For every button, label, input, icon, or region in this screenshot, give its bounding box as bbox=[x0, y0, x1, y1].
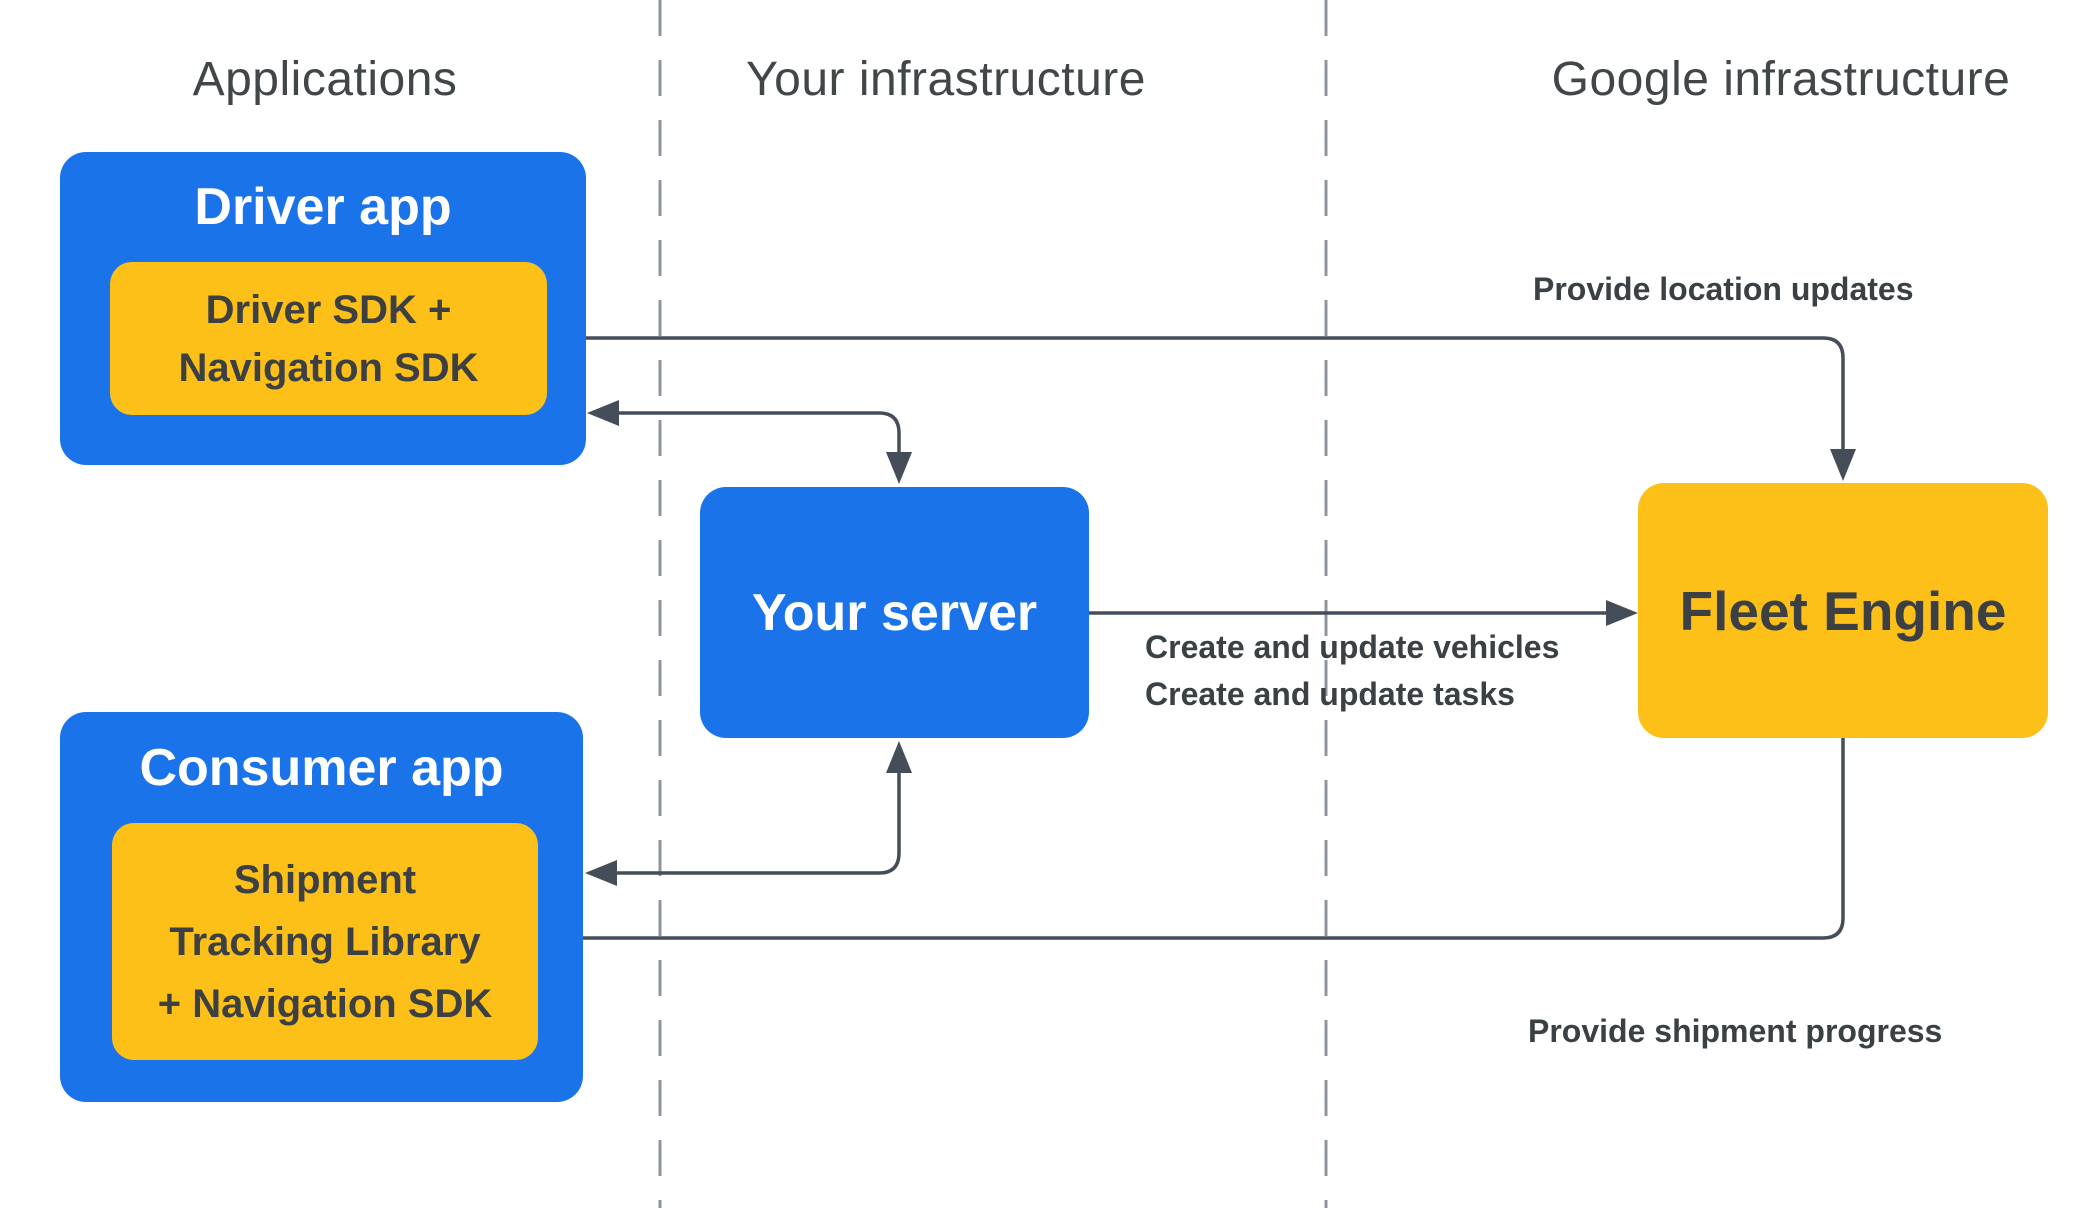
arrowhead-into-consumer-app bbox=[585, 860, 617, 886]
arrow-consumer-app-server bbox=[617, 773, 901, 875]
consumer-app-title: Consumer app bbox=[139, 738, 504, 797]
fleet-engine-title: Fleet Engine bbox=[1679, 579, 2007, 642]
shipment-tracking-library-box: Shipment Tracking Library + Navigation S… bbox=[112, 823, 538, 1060]
driver-sdk-box: Driver SDK + Navigation SDK bbox=[110, 262, 547, 415]
edge-label-create-update: Create and update vehicles Create and up… bbox=[1145, 624, 1559, 718]
shipment-library-label-line2: Tracking Library bbox=[169, 919, 481, 964]
your-server-title: Your server bbox=[751, 583, 1038, 642]
arrowhead-into-server-bottom bbox=[886, 741, 912, 773]
arrowhead-into-server-top bbox=[886, 452, 912, 484]
driver-sdk-label-line1: Driver SDK + bbox=[205, 287, 452, 332]
column-heading-applications: Applications bbox=[192, 53, 458, 106]
edge-label-provide-shipment-progress: Provide shipment progress bbox=[1528, 1013, 1943, 1049]
driver-app-box: Driver app Driver SDK + Navigation SDK bbox=[60, 152, 586, 465]
driver-sdk-label: Driver SDK + Navigation SDK bbox=[110, 262, 547, 415]
arrow-fleet-to-driver-sdk bbox=[580, 336, 1845, 449]
arrowhead-into-fleet-top bbox=[1830, 449, 1856, 481]
shipment-library-label-line3: + Navigation SDK bbox=[157, 981, 493, 1026]
driver-app-title: Driver app bbox=[194, 178, 452, 236]
column-heading-your-infrastructure: Your infrastructure bbox=[746, 53, 1146, 106]
shipment-tracking-library-label: Shipment Tracking Library + Navigation S… bbox=[112, 823, 538, 1060]
shipment-library-label-line1: Shipment bbox=[233, 857, 417, 902]
column-heading-google-infrastructure: Google infrastructure bbox=[1551, 53, 2011, 106]
fleet-engine-box: Fleet Engine bbox=[1638, 483, 2048, 738]
your-server-box: Your server bbox=[700, 487, 1089, 738]
edge-label-create-update-line1: Create and update vehicles bbox=[1145, 629, 1560, 665]
arrowhead-into-fleet-left bbox=[1606, 600, 1638, 626]
consumer-app-box: Consumer app Shipment Tracking Library +… bbox=[60, 712, 583, 1102]
arrow-fleet-to-shipment-library bbox=[572, 738, 1845, 940]
arrow-driver-app-server bbox=[619, 411, 901, 452]
edge-label-create-update-line2: Create and update tasks bbox=[1145, 676, 1515, 712]
edge-label-provide-location-updates: Provide location updates bbox=[1533, 271, 1914, 307]
arrowhead-into-driver-app bbox=[587, 400, 619, 426]
driver-sdk-label-line2: Navigation SDK bbox=[178, 345, 479, 390]
